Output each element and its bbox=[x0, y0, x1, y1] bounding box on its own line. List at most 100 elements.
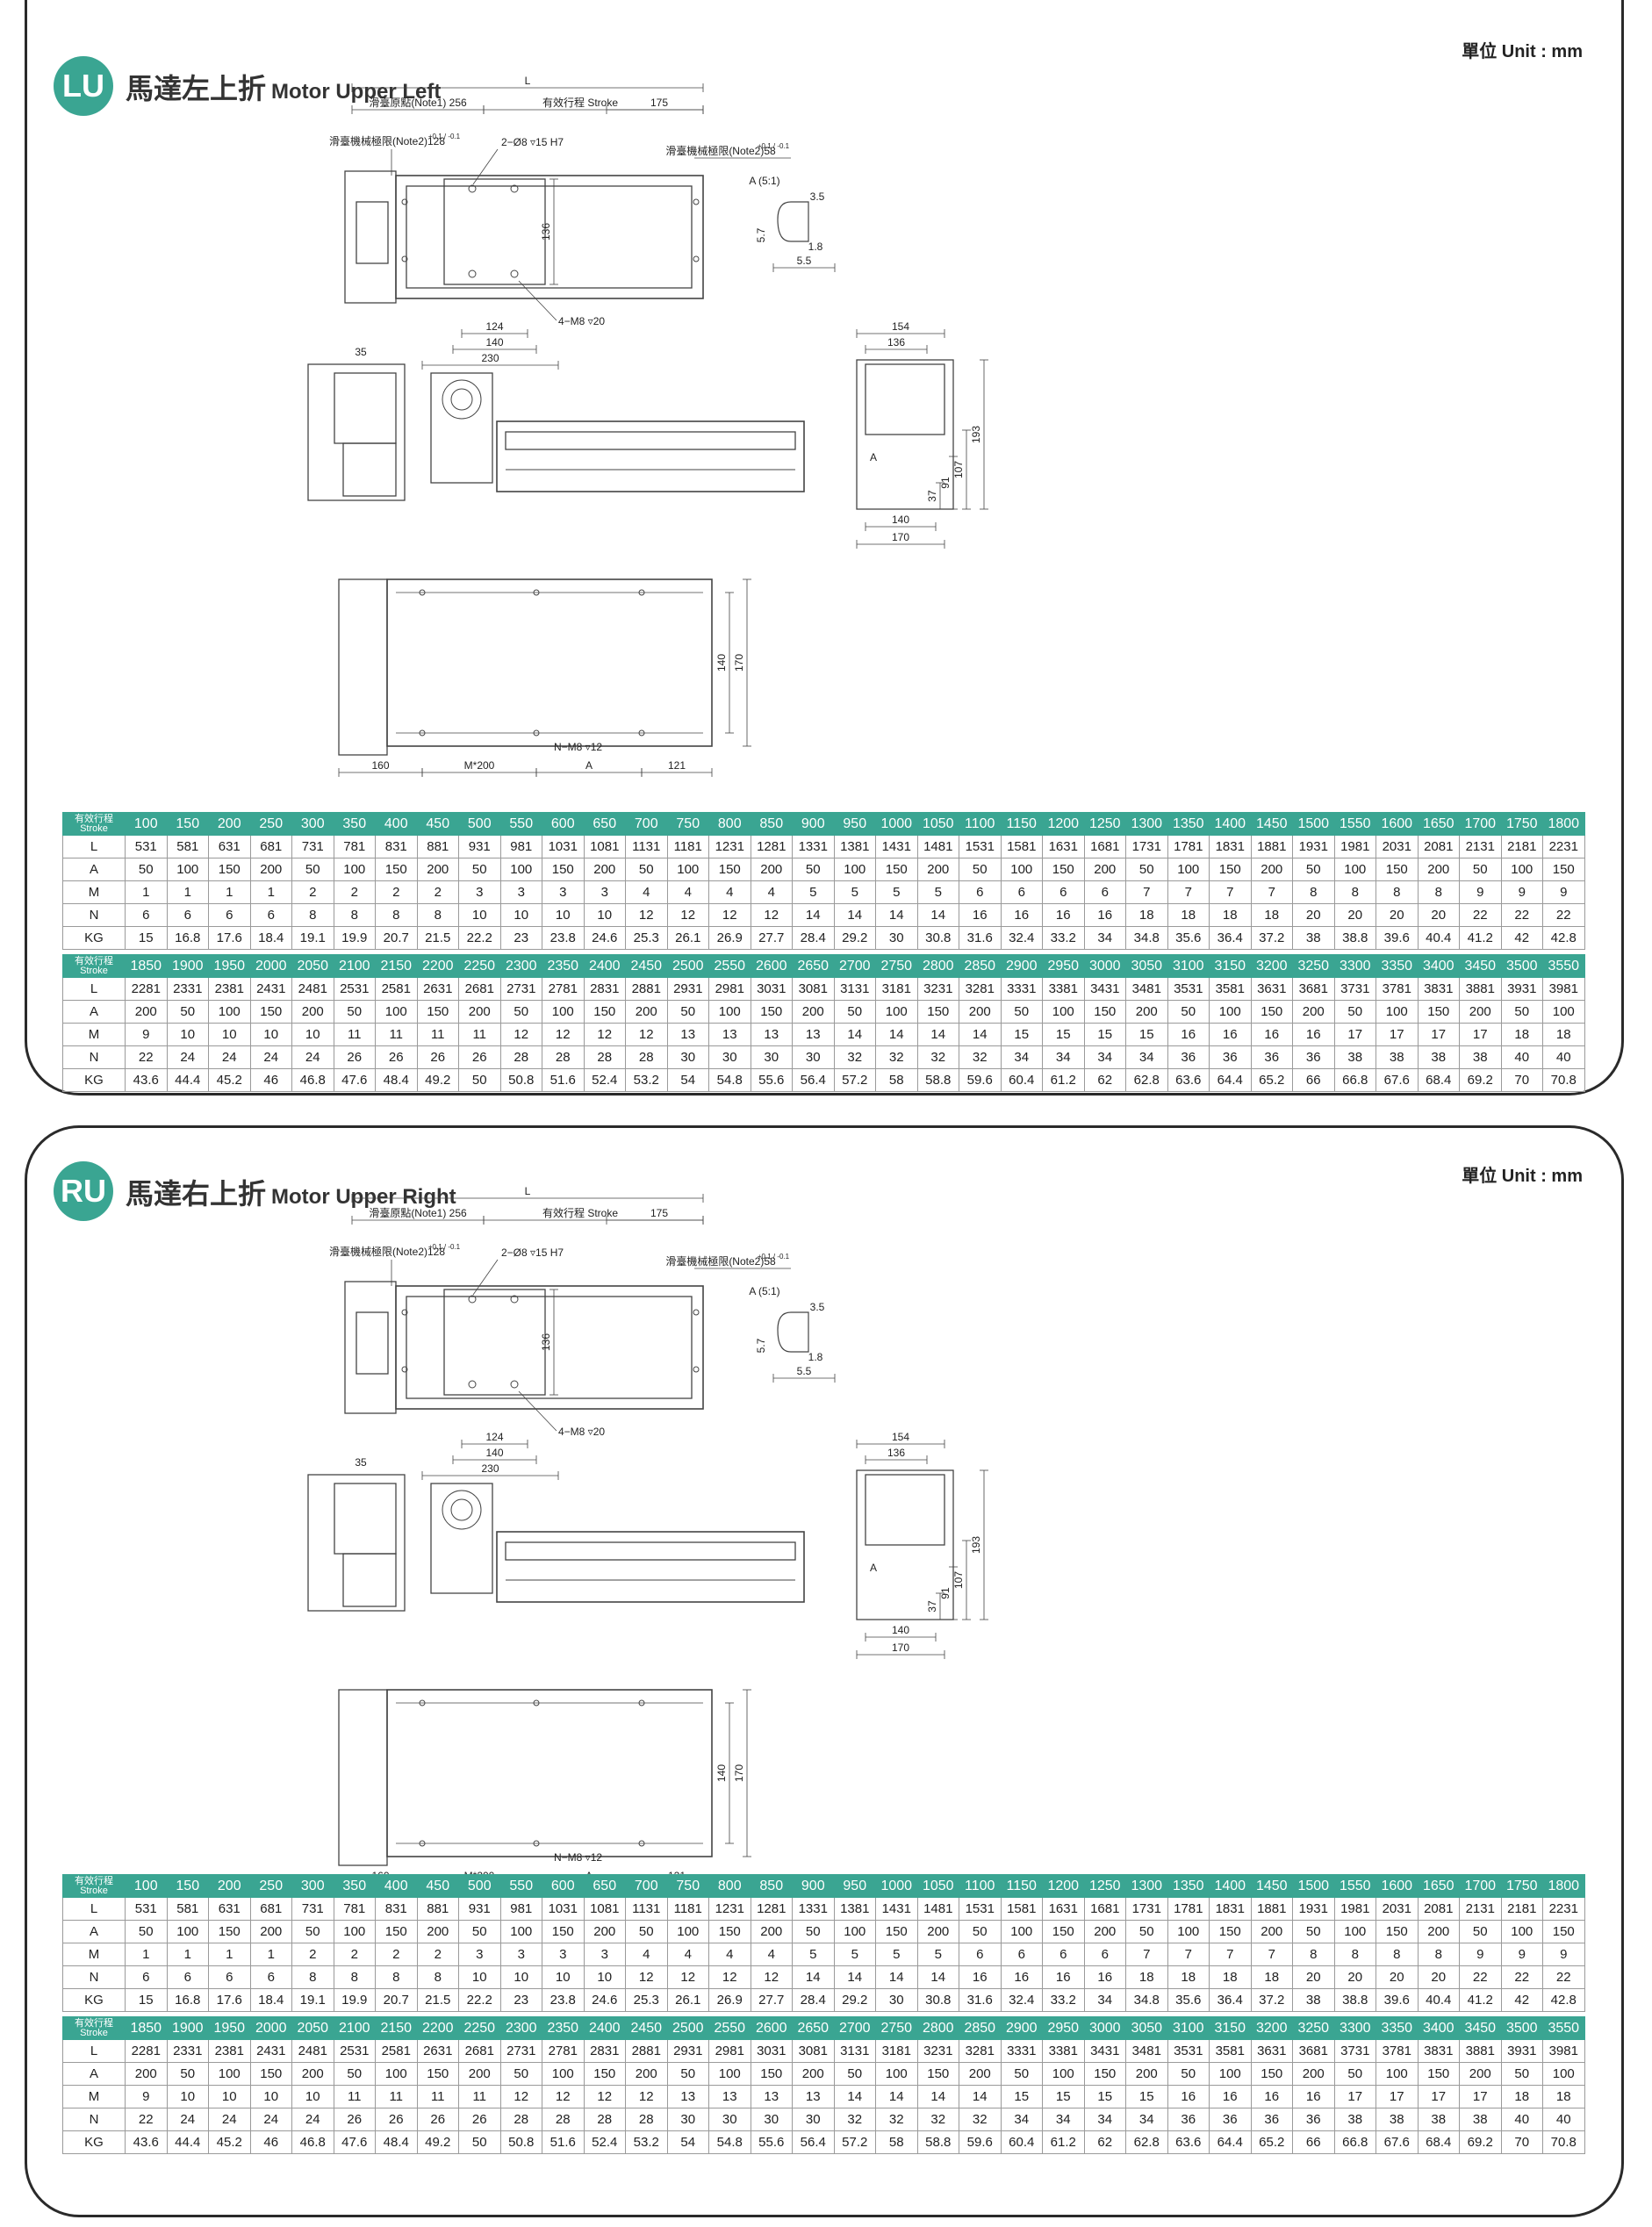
table-cell: 15 bbox=[1125, 2085, 1168, 2108]
table-cell: 3 bbox=[583, 880, 626, 904]
table-cell: 56.4 bbox=[792, 2130, 835, 2154]
side-view-left-motor bbox=[307, 1474, 406, 1612]
dim-m200: M*200 bbox=[464, 759, 495, 772]
table-cell: 58.8 bbox=[916, 2130, 959, 2154]
table-cell: 10 bbox=[499, 903, 542, 927]
stroke-cell: 2350 bbox=[542, 2016, 585, 2040]
dim-limit-left: 滑臺機械極限(Note2)128 bbox=[329, 134, 445, 147]
stroke-cell: 1100 bbox=[959, 1874, 1002, 1898]
stroke-cell: 1900 bbox=[166, 2016, 209, 2040]
stroke-cell: 1750 bbox=[1500, 1874, 1543, 1898]
table-cell: 10 bbox=[458, 1965, 501, 1989]
table-cell: 931 bbox=[458, 835, 501, 858]
table-cell: 29.2 bbox=[833, 1988, 876, 2012]
rail-top-view bbox=[395, 175, 704, 299]
stroke-cell: 800 bbox=[708, 812, 751, 836]
table-cell: 5 bbox=[833, 880, 876, 904]
table-cell: 34 bbox=[1042, 1045, 1085, 1069]
table-cell: 100 bbox=[833, 1920, 876, 1943]
table-cell: 881 bbox=[416, 1897, 459, 1921]
stroke-cell: 3050 bbox=[1125, 954, 1168, 978]
table-cell: 4 bbox=[666, 880, 709, 904]
table-cell: 2331 bbox=[166, 2039, 209, 2063]
table-cell: 2231 bbox=[1542, 1897, 1585, 1921]
stroke-cell: 3500 bbox=[1500, 954, 1543, 978]
stroke-cell: 2450 bbox=[625, 2016, 668, 2040]
table-cell: 2281 bbox=[125, 2039, 168, 2063]
table-cell: 38 bbox=[1459, 2108, 1502, 2131]
table-cell: 1331 bbox=[792, 835, 835, 858]
table-cell: 18 bbox=[1125, 1965, 1168, 1989]
table-cell: 100 bbox=[1333, 1920, 1376, 1943]
stroke-cell: 1550 bbox=[1333, 1874, 1376, 1898]
table-cell: 20 bbox=[1417, 1965, 1460, 1989]
table-cell: 11 bbox=[375, 2085, 418, 2108]
table-cell: 40 bbox=[1500, 1045, 1543, 1069]
table-cell: 12 bbox=[750, 1965, 793, 1989]
stroke-cell: 3350 bbox=[1375, 954, 1419, 978]
hole bbox=[468, 1295, 477, 1304]
table-cell: 24 bbox=[291, 2108, 334, 2131]
table-cell: 200 bbox=[125, 1000, 168, 1024]
table-cell: 16 bbox=[1167, 1023, 1210, 1046]
stroke-cell: 2400 bbox=[583, 2016, 626, 2040]
table-cell: 42 bbox=[1500, 926, 1543, 950]
table-cell: 1831 bbox=[1209, 1897, 1252, 1921]
table-cell: 6 bbox=[1083, 1943, 1126, 1966]
table-cell: 6 bbox=[1000, 880, 1043, 904]
table-cell: 54.8 bbox=[708, 1068, 751, 1092]
table-cell: 20 bbox=[1417, 903, 1460, 927]
table-cell: 681 bbox=[249, 835, 292, 858]
stroke-cell: 2850 bbox=[959, 2016, 1002, 2040]
table-cell: 32 bbox=[916, 2108, 959, 2131]
dim-limit-right-tol: +0.1 / -0.1 bbox=[758, 1253, 790, 1261]
table-cell: 16 bbox=[1000, 1965, 1043, 1989]
hole bbox=[533, 589, 540, 596]
table-cell: 32.4 bbox=[1000, 926, 1043, 950]
table-cell: 150 bbox=[1542, 858, 1585, 881]
stroke-cell: 2250 bbox=[458, 954, 501, 978]
table-cell: 3531 bbox=[1167, 2039, 1210, 2063]
row-label: L bbox=[62, 1897, 126, 1921]
stroke-cell: 2750 bbox=[875, 954, 918, 978]
stroke-cell: 2800 bbox=[916, 2016, 959, 2040]
table-cell: 100 bbox=[1167, 1920, 1210, 1943]
table-cell: 8 bbox=[1292, 1943, 1335, 1966]
table-cell: 7 bbox=[1125, 1943, 1168, 1966]
stroke-cell: 3200 bbox=[1250, 2016, 1293, 2040]
table-cell: 1231 bbox=[708, 835, 751, 858]
stroke-cell: 1700 bbox=[1459, 1874, 1502, 1898]
detail-a-profile bbox=[777, 201, 809, 242]
table-cell: 26 bbox=[458, 2108, 501, 2131]
table-cell: 24.6 bbox=[583, 926, 626, 950]
table-cell: 40 bbox=[1542, 1045, 1585, 1069]
table-cell: 25.3 bbox=[625, 926, 668, 950]
table-cell: 12 bbox=[625, 903, 668, 927]
table-cell: 1331 bbox=[792, 1897, 835, 1921]
table-cell: 50 bbox=[666, 1000, 709, 1024]
stroke-cell: 1000 bbox=[875, 1874, 918, 1898]
table-cell: 731 bbox=[291, 1897, 334, 1921]
table-cell: 28.4 bbox=[792, 1988, 835, 2012]
table-cell: 631 bbox=[208, 835, 251, 858]
table-cell: 3531 bbox=[1167, 977, 1210, 1001]
table-cell: 49.2 bbox=[416, 1068, 459, 1092]
table-cell: 64.4 bbox=[1209, 2130, 1252, 2154]
table-cell: 6 bbox=[125, 903, 168, 927]
table-cell: 6 bbox=[249, 903, 292, 927]
table-cell: 2 bbox=[333, 880, 376, 904]
stroke-cell: 2750 bbox=[875, 2016, 918, 2040]
table-cell: 2931 bbox=[666, 977, 709, 1001]
stroke-cell: 2650 bbox=[792, 2016, 835, 2040]
table-cell: 23 bbox=[499, 1988, 542, 2012]
table-cell: 17 bbox=[1333, 2085, 1376, 2108]
stroke-cell: 100 bbox=[125, 1874, 168, 1898]
stroke-cell: 1250 bbox=[1083, 812, 1126, 836]
